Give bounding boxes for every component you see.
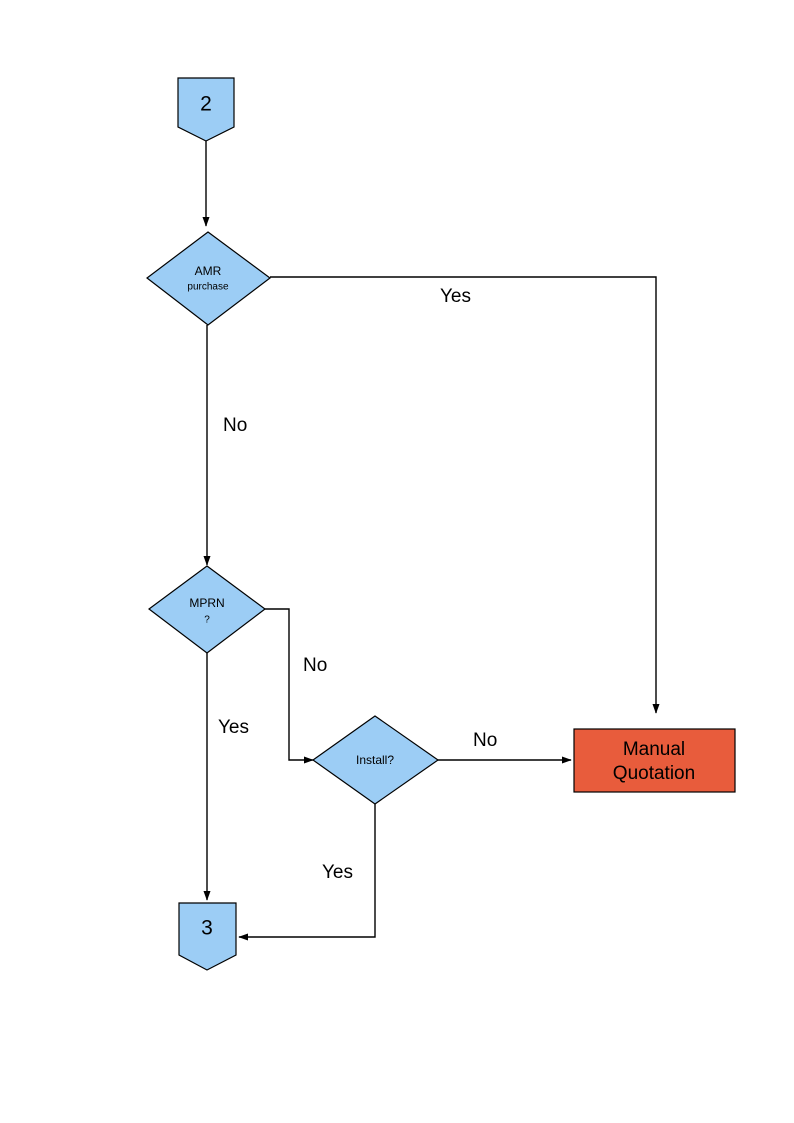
install-diamond [311, 715, 440, 805]
edge-install-yes-to-end [238, 804, 376, 941]
edge-amr-yes-to-manual-quotation [270, 276, 660, 714]
node-decision-mprn[interactable]: MPRN ? [147, 565, 267, 654]
mprn-diamond [147, 565, 267, 654]
amr-purchase-label-line1: AMR [195, 264, 222, 278]
edge-label-mprn-no: No [303, 655, 327, 676]
manual-quotation-label-line2: Quotation [613, 763, 695, 784]
edge-label-amr-yes: Yes [440, 286, 471, 307]
node-end-reference-3[interactable]: 3 [178, 902, 237, 971]
install-label: Install? [356, 753, 394, 767]
node-start-reference-2[interactable]: 2 [177, 77, 235, 142]
edge-label-install-yes: Yes [322, 862, 353, 883]
mprn-label-line1: MPRN [189, 596, 224, 610]
manual-quotation-label-line1: Manual [623, 739, 685, 760]
edge-label-amr-no: No [223, 415, 247, 436]
mprn-label-line2: ? [204, 615, 210, 626]
start-reference-shape [177, 77, 235, 142]
node-process-manual-quotation[interactable]: Manual Quotation [573, 728, 736, 793]
edge-mprn-no-to-install [265, 608, 314, 764]
start-reference-label: 2 [200, 93, 212, 116]
end-reference-shape [178, 902, 237, 971]
node-decision-install[interactable]: Install? [311, 715, 440, 805]
edge-label-mprn-yes: Yes [218, 717, 249, 738]
edge-label-install-no: No [473, 730, 497, 751]
amr-purchase-diamond [146, 231, 272, 326]
node-decision-amr-purchase[interactable]: AMR purchase [146, 231, 272, 326]
amr-purchase-label-line2: purchase [187, 282, 229, 293]
manual-quotation-box [573, 728, 736, 793]
end-reference-label: 3 [201, 917, 213, 940]
